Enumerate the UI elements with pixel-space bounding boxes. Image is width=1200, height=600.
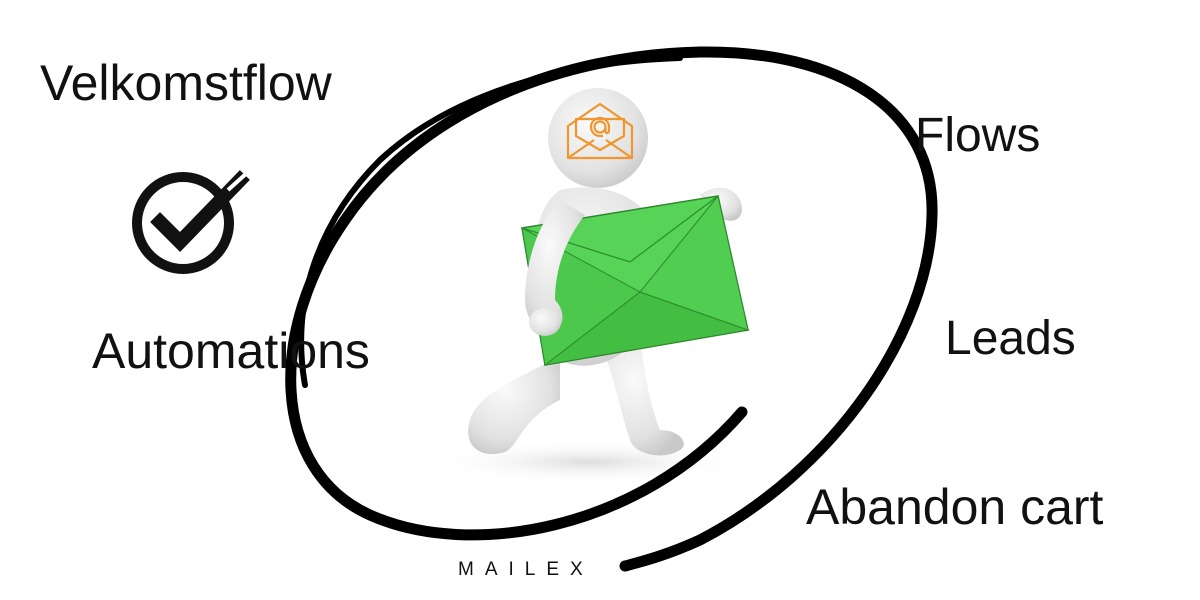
brand-logo-text: MAILEX	[458, 559, 594, 580]
figure-front-hand	[529, 308, 561, 336]
label-flows: Flows	[915, 109, 1041, 162]
figure-front-leg	[600, 340, 684, 456]
figure-back-arm	[700, 187, 742, 221]
email-at-icon	[566, 102, 634, 160]
figure-front-arm	[525, 200, 585, 331]
label-velkomstflow: Velkomstflow	[40, 55, 332, 111]
check-circle-icon	[132, 170, 250, 274]
label-leads: Leads	[945, 312, 1076, 365]
figure-back-leg	[468, 355, 560, 455]
swoosh-ring-inner	[298, 55, 683, 388]
label-automations: Automations	[92, 323, 370, 379]
figure-head	[548, 88, 648, 188]
label-abandon-cart: Abandon cart	[806, 479, 1104, 535]
